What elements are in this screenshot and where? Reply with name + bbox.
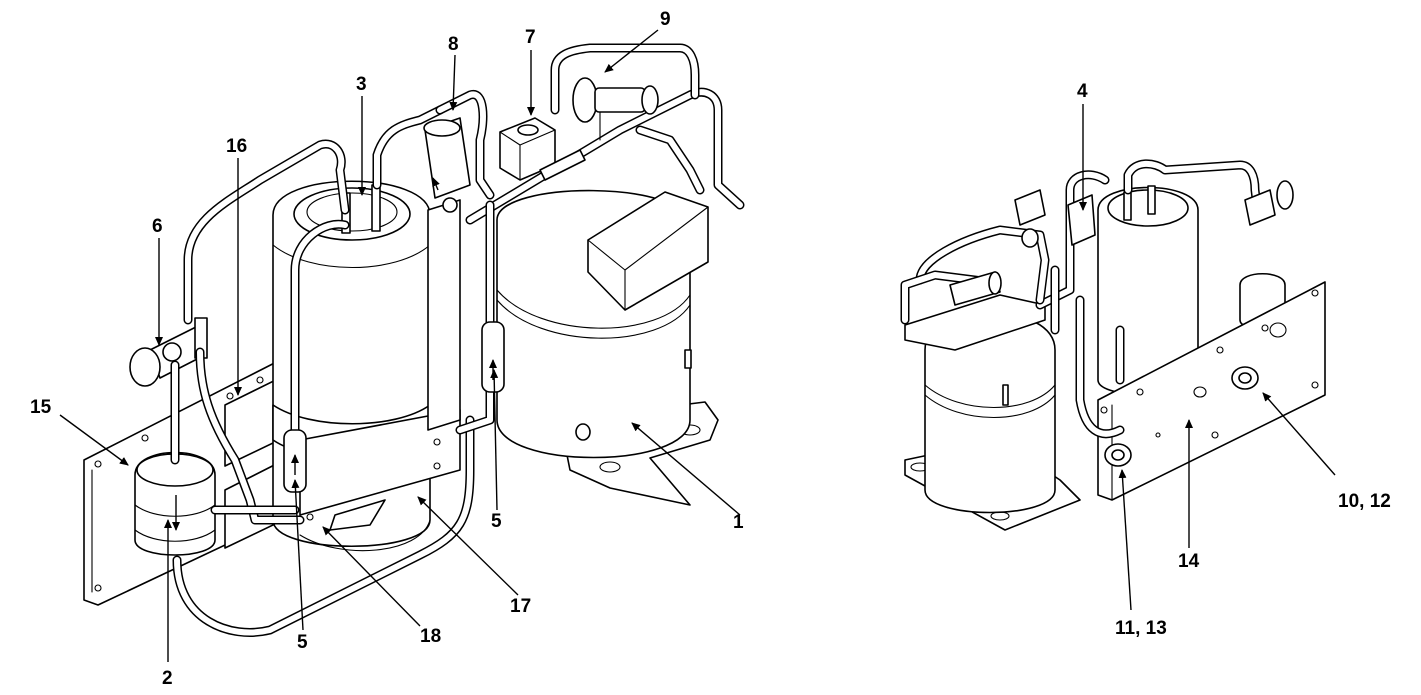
solenoid-valve-7 [499, 117, 586, 181]
callout-1: 1 [733, 512, 744, 533]
callout-15: 15 [30, 397, 52, 418]
right-leaders [1079, 104, 1336, 611]
callout-17: 17 [510, 596, 531, 617]
callout-14: 14 [1178, 551, 1200, 572]
callout-18: 18 [420, 626, 441, 647]
callout-11-13: 11, 13 [1115, 618, 1167, 639]
callout-10-12: 10, 12 [1338, 491, 1391, 512]
left-labels: 1 2 3 5 5 6 7 8 9 15 16 17 18 [30, 9, 744, 689]
compressor-1 [496, 189, 719, 506]
callout-8: 8 [448, 34, 459, 55]
left-assembly-view [83, 43, 745, 637]
accumulator-3 [272, 180, 461, 552]
right-labels: 4 10, 12 11, 13 14 [1077, 81, 1391, 639]
filter-drier-2 [134, 451, 216, 556]
callout-9: 9 [660, 9, 671, 30]
left-leaders [59, 29, 741, 662]
valve-6 [129, 317, 208, 387]
expansion-valve-9 [572, 77, 659, 141]
callout-7: 7 [525, 27, 536, 48]
sight-glass-5-right [481, 321, 505, 393]
valve-8 [423, 117, 471, 213]
callout-5-right: 5 [491, 511, 502, 532]
right-assembly-view [900, 159, 1326, 531]
callout-3: 3 [356, 74, 367, 95]
callout-16: 16 [226, 136, 247, 157]
callout-2: 2 [162, 668, 173, 689]
callout-5-left: 5 [297, 632, 308, 653]
callout-4: 4 [1077, 81, 1088, 102]
callout-6: 6 [152, 216, 163, 237]
